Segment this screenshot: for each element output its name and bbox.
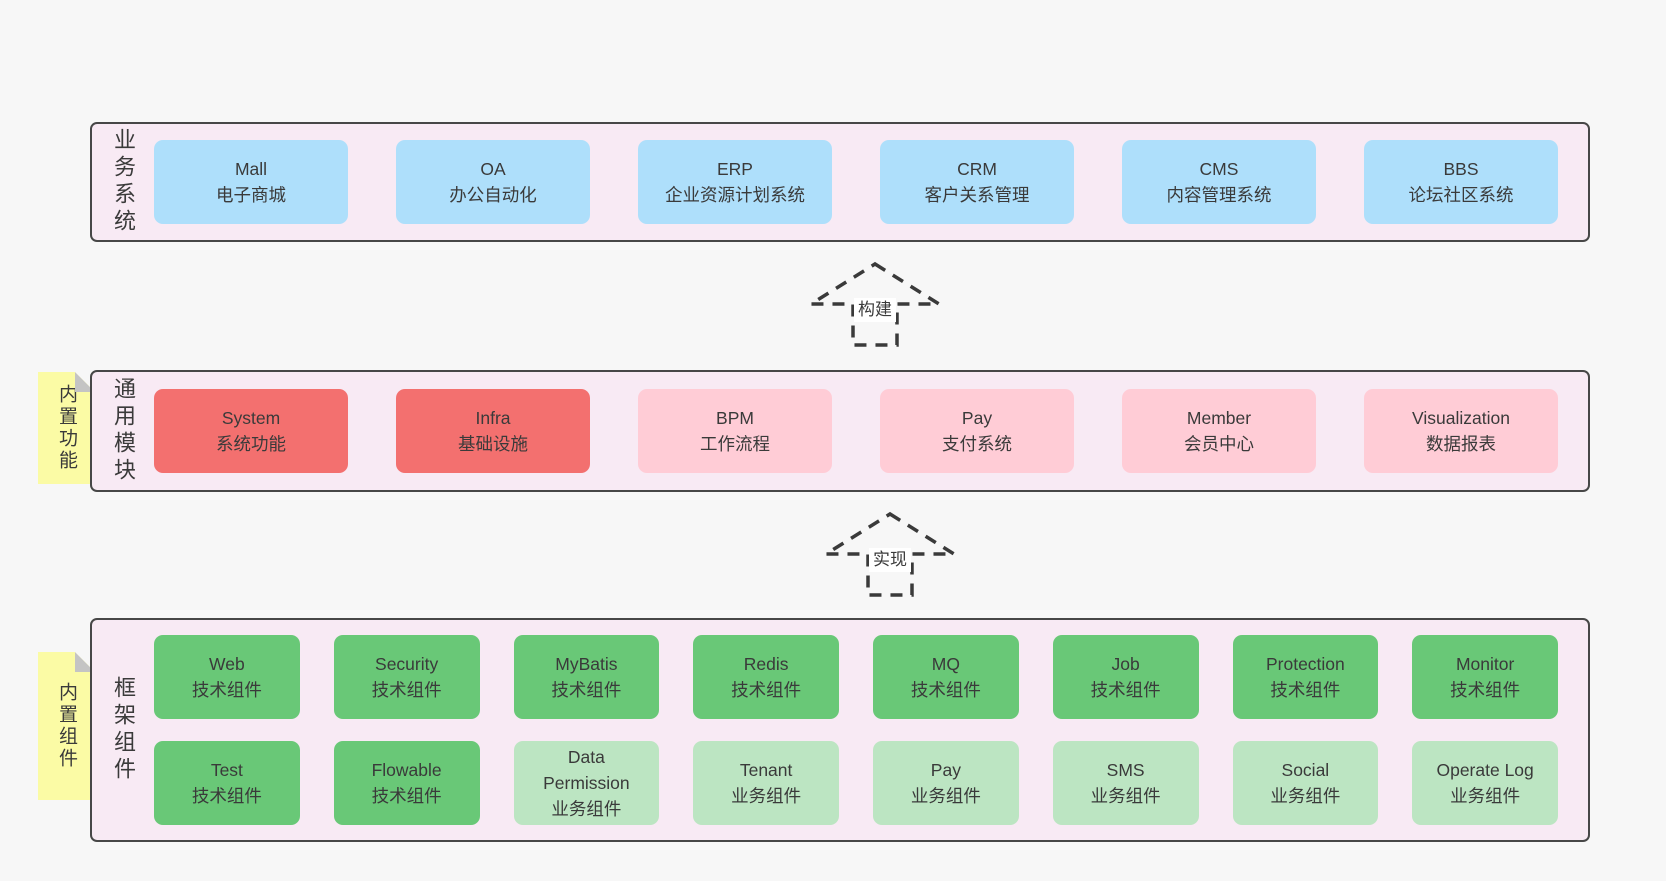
layer-business-systems: 业务系统 Mall 电子商城 OA 办公自动化 ERP 企业资源计划系统 CRM… <box>90 122 1590 242</box>
box-tenant: Tenant 业务组件 <box>693 741 839 825</box>
box-redis: Redis 技术组件 <box>693 635 839 719</box>
component-rows: Web 技术组件 Security 技术组件 MyBatis 技术组件 Redi… <box>154 620 1588 840</box>
arrow-label: 实现 <box>869 548 911 572</box>
sticky-note-built-in-functions: 内置功能 <box>38 372 95 484</box>
arrow-build: 构建 <box>805 260 945 348</box>
box-system: System 系统功能 <box>154 389 348 473</box>
box-flowable: Flowable 技术组件 <box>333 741 480 825</box>
box-mybatis: MyBatis 技术组件 <box>513 635 660 719</box>
box-pay-module: Pay 支付系统 <box>880 389 1074 473</box>
box-bbs: BBS 论坛社区系统 <box>1364 140 1558 224</box>
box-infra: Infra 基础设施 <box>396 389 590 473</box>
layer-label: 通用模块 <box>92 372 154 490</box>
sticky-note-built-in-components: 内置组件 <box>38 652 95 800</box>
box-mq: MQ 技术组件 <box>873 635 1019 719</box>
layer-label-text: 业务系统 <box>111 128 136 236</box>
box-mall: Mall 电子商城 <box>154 140 348 224</box>
arrow-implement: 实现 <box>820 510 960 598</box>
arrow-label: 构建 <box>854 298 896 322</box>
layer-label: 框架组件 <box>92 620 154 840</box>
box-test: Test 技术组件 <box>154 741 300 825</box>
component-row-1: Web 技术组件 Security 技术组件 MyBatis 技术组件 Redi… <box>154 635 1558 719</box>
module-boxes: System 系统功能 Infra 基础设施 BPM 工作流程 Pay 支付系统… <box>154 372 1588 490</box>
box-operate-log: Operate Log 业务组件 <box>1412 741 1558 825</box>
box-social: Social 业务组件 <box>1232 741 1379 825</box>
business-boxes: Mall 电子商城 OA 办公自动化 ERP 企业资源计划系统 CRM 客户关系… <box>154 124 1588 240</box>
box-web: Web 技术组件 <box>154 635 300 719</box>
box-member: Member 会员中心 <box>1122 389 1316 473</box>
up-arrow-icon <box>820 511 960 597</box>
box-erp: ERP 企业资源计划系统 <box>638 140 832 224</box>
box-pay-component: Pay 业务组件 <box>873 741 1019 825</box>
note-label: 内置功能 <box>56 384 77 472</box>
box-cms: CMS 内容管理系统 <box>1122 140 1316 224</box>
up-arrow-icon <box>805 261 945 347</box>
layer-label: 业务系统 <box>92 124 154 240</box>
box-oa: OA 办公自动化 <box>396 140 590 224</box>
layer-common-modules: 通用模块 System 系统功能 Infra 基础设施 BPM 工作流程 Pay… <box>90 370 1590 492</box>
component-row-2: Test 技术组件 Flowable 技术组件 Data Permission … <box>154 741 1558 825</box>
layer-label-text: 框架组件 <box>111 676 136 784</box>
box-monitor: Monitor 技术组件 <box>1412 635 1558 719</box>
box-crm: CRM 客户关系管理 <box>880 140 1074 224</box>
box-visualization: Visualization 数据报表 <box>1364 389 1558 473</box>
layer-label-text: 通用模块 <box>111 377 136 485</box>
box-protection: Protection 技术组件 <box>1232 635 1379 719</box>
box-data-permission: Data Permission 业务组件 <box>513 741 660 825</box>
note-label: 内置组件 <box>56 682 77 770</box>
box-job: Job 技术组件 <box>1052 635 1199 719</box>
layer-framework-components: 框架组件 Web 技术组件 Security 技术组件 MyBatis 技术组件… <box>90 618 1590 842</box>
box-security: Security 技术组件 <box>333 635 480 719</box>
box-bpm: BPM 工作流程 <box>638 389 832 473</box>
box-sms: SMS 业务组件 <box>1052 741 1199 825</box>
